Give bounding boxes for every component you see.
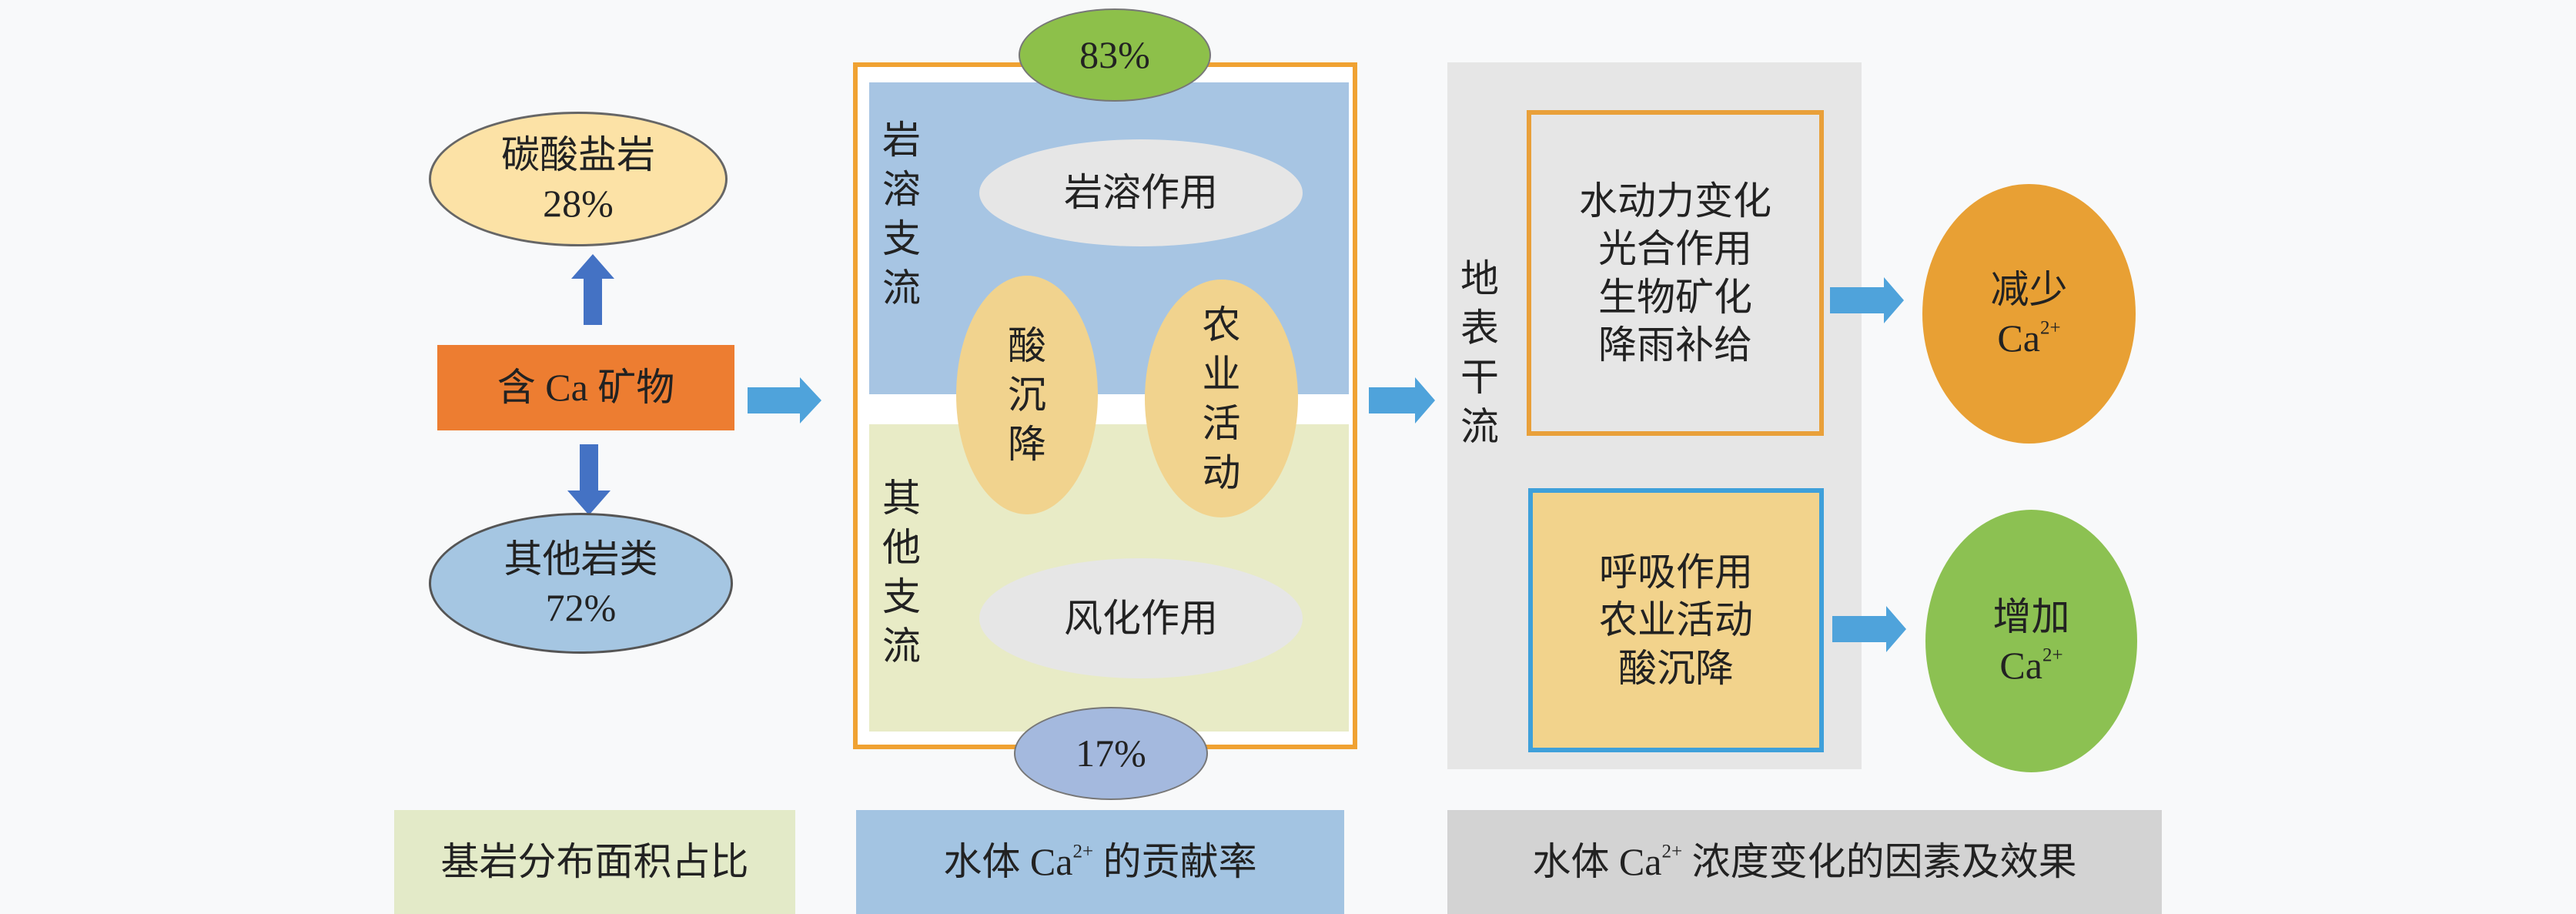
- karst-branch-label: 岩溶支流: [882, 119, 921, 310]
- top-pct-label: 83%: [1079, 33, 1150, 77]
- karst-process-label: 岩溶作用: [1064, 171, 1218, 215]
- acid-rain-ellipse: 酸沉降: [956, 276, 1098, 514]
- arrow-right-icon: [1832, 606, 1906, 652]
- other-rock-ellipse: 其他岩类 72%: [429, 513, 733, 654]
- caption-bedrock-text: 基岩分布面积占比: [440, 840, 749, 884]
- factor-item: 酸沉降: [1618, 646, 1734, 690]
- karst-process-ellipse: 岩溶作用: [979, 139, 1303, 246]
- carbonate-label: 碳酸盐岩: [501, 133, 655, 176]
- factor-item: 降雨补给: [1598, 323, 1752, 367]
- arrow-up-icon: [571, 254, 614, 325]
- caption-bedrock: 基岩分布面积占比: [394, 810, 795, 914]
- factor-item: 农业活动: [1599, 598, 1753, 642]
- factor-item: 光合作用: [1598, 227, 1752, 270]
- factor-item: 呼吸作用: [1599, 550, 1753, 594]
- ca-mineral-label: 含 Ca 矿物: [497, 366, 675, 410]
- mainstream-label: 地表干流: [1460, 257, 1499, 448]
- caption-factors-text: 水体 Ca2+ 浓度变化的因素及效果: [1532, 840, 2077, 884]
- decrease-factors-box: 水动力变化 光合作用 生物矿化 降雨补给: [1527, 110, 1824, 436]
- decrease-label: 减少: [1990, 268, 2068, 311]
- arrow-right-icon: [748, 377, 821, 424]
- caption-contribution-text: 水体 Ca2+ 的贡献率: [943, 840, 1257, 884]
- top-pct-ellipse: 83%: [1019, 8, 1211, 102]
- ca-mineral-box: 含 Ca 矿物: [437, 345, 734, 430]
- bottom-pct-ellipse: 17%: [1014, 707, 1208, 800]
- agriculture-label: 农业活动: [1202, 303, 1241, 494]
- arrow-down-icon: [567, 444, 611, 515]
- other-branch-label: 其他支流: [882, 477, 921, 668]
- increase-circle: 增加 Ca2+: [1925, 510, 2137, 772]
- increase-factors-box: 呼吸作用 农业活动 酸沉降: [1528, 488, 1824, 752]
- decrease-ion: Ca2+: [1997, 316, 2061, 360]
- increase-ion: Ca2+: [1999, 643, 2063, 687]
- arrow-right-icon: [1369, 377, 1435, 424]
- agriculture-ellipse: 农业活动: [1145, 280, 1298, 517]
- carbonate-pct: 28%: [543, 181, 614, 225]
- decrease-circle: 减少 Ca2+: [1922, 184, 2136, 444]
- weathering-label: 风化作用: [1064, 596, 1218, 640]
- factor-item: 水动力变化: [1579, 179, 1771, 223]
- carbonate-rock-ellipse: 碳酸盐岩 28%: [429, 112, 728, 246]
- caption-factors: 水体 Ca2+ 浓度变化的因素及效果: [1447, 810, 2162, 914]
- increase-label: 增加: [1992, 595, 2070, 638]
- factor-item: 生物矿化: [1598, 275, 1752, 319]
- caption-contribution: 水体 Ca2+ 的贡献率: [856, 810, 1344, 914]
- acid-rain-label: 酸沉降: [1008, 324, 1046, 466]
- other-rock-label: 其他岩类: [503, 537, 658, 581]
- weathering-ellipse: 风化作用: [979, 558, 1303, 678]
- arrow-right-icon: [1830, 277, 1904, 323]
- bottom-pct-label: 17%: [1076, 732, 1146, 775]
- other-rock-pct: 72%: [545, 585, 617, 629]
